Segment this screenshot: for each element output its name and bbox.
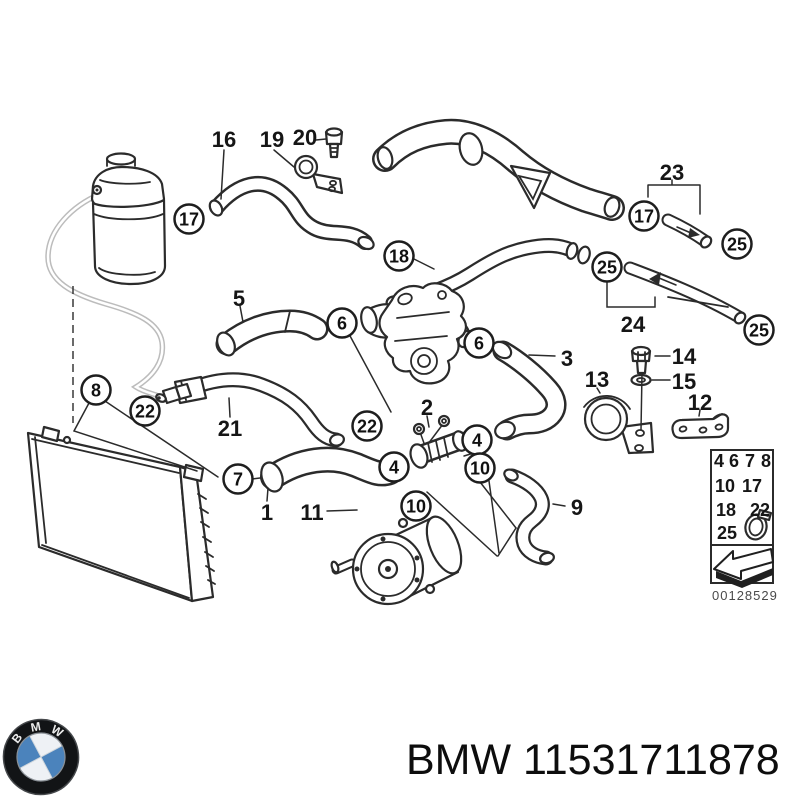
thermostat-housing <box>360 282 475 385</box>
hose-1 <box>260 446 403 493</box>
bolt-20 <box>324 127 344 159</box>
part-number-caption: BMW 11531711878 <box>406 736 780 784</box>
callout-circle-25[interactable]: 25 <box>743 314 775 346</box>
svg-text:22: 22 <box>135 402 155 422</box>
hose-9 <box>503 468 555 566</box>
part-label-5[interactable]: 5 <box>233 286 245 311</box>
svg-text:4: 4 <box>472 431 482 451</box>
svg-text:7: 7 <box>233 470 243 490</box>
part-label-24[interactable]: 24 <box>621 312 646 337</box>
callout-circle-8[interactable]: 8 <box>80 374 112 406</box>
svg-text:22: 22 <box>357 417 377 437</box>
svg-text:6: 6 <box>337 314 347 334</box>
hose-3 <box>491 340 567 441</box>
svg-text:M: M <box>30 719 42 735</box>
flow-arrow-icon <box>649 272 661 285</box>
svg-text:25: 25 <box>727 235 747 255</box>
svg-text:8: 8 <box>91 381 101 401</box>
legend-number-4[interactable]: 4 <box>714 451 724 471</box>
svg-text:17: 17 <box>634 207 654 227</box>
bracket-23 <box>647 179 701 215</box>
overflow-hose <box>45 191 166 398</box>
radiator <box>26 286 216 603</box>
bracket-24 <box>606 281 656 308</box>
water-pipe <box>372 118 625 221</box>
part-label-23[interactable]: 23 <box>660 160 684 185</box>
part-label-19[interactable]: 19 <box>260 127 284 152</box>
svg-text:17: 17 <box>179 210 199 230</box>
part-label-21[interactable]: 21 <box>218 416 242 441</box>
callout-circle-4[interactable]: 4 <box>461 424 493 456</box>
callout-circle-22[interactable]: 22 <box>351 410 383 442</box>
legend-number-10[interactable]: 10 <box>715 476 735 496</box>
part-label-1[interactable]: 1 <box>261 500 273 525</box>
part-label-11[interactable]: 11 <box>300 500 323 525</box>
diagram-code: 00128529 <box>712 588 778 603</box>
callout-circle-17[interactable]: 17 <box>173 203 205 235</box>
part-label-14[interactable]: 14 <box>672 344 697 369</box>
auxiliary-pump <box>330 515 463 606</box>
part-label-2[interactable]: 2 <box>421 395 433 420</box>
washer-15 <box>630 373 652 387</box>
svg-text:25: 25 <box>597 258 617 278</box>
flow-arrow-icon <box>688 228 700 238</box>
part-label-3[interactable]: 3 <box>561 346 573 371</box>
part-label-9[interactable]: 9 <box>571 495 583 520</box>
legend-number-25[interactable]: 25 <box>717 523 737 543</box>
legend-number-8[interactable]: 8 <box>761 451 771 471</box>
part-label-20[interactable]: 20 <box>293 125 317 150</box>
legend-number-22[interactable]: 22 <box>750 500 770 520</box>
legend-number-6[interactable]: 6 <box>729 451 739 471</box>
svg-text:10: 10 <box>406 497 426 517</box>
hose-23 <box>661 213 713 249</box>
callout-circle-10[interactable]: 10 <box>400 490 432 522</box>
svg-text:10: 10 <box>470 459 490 479</box>
svg-text:4: 4 <box>389 458 399 478</box>
part-label-15[interactable]: 15 <box>672 369 696 394</box>
bracket-12 <box>671 413 730 440</box>
connector-pipe-2 <box>409 414 469 469</box>
legend-number-18[interactable]: 18 <box>716 500 736 520</box>
bleed-valve-22 <box>155 382 193 405</box>
part-label-13[interactable]: 13 <box>585 367 609 392</box>
callout-circle-4[interactable]: 4 <box>378 451 410 483</box>
callout-circle-6[interactable]: 6 <box>326 307 358 339</box>
callout-circle-10[interactable]: 10 <box>464 452 496 484</box>
callout-circle-25[interactable]: 25 <box>591 251 623 283</box>
callout-circle-22[interactable]: 22 <box>129 395 161 427</box>
hose-5 <box>215 309 329 357</box>
hose-21 <box>173 372 346 448</box>
svg-text:25: 25 <box>749 321 769 341</box>
callout-circle-17[interactable]: 17 <box>628 200 660 232</box>
legend-number-17[interactable]: 17 <box>742 476 762 496</box>
clamp-13 <box>583 395 655 455</box>
bolt-14 <box>630 345 652 375</box>
leader-lines <box>72 138 701 557</box>
legend-number-7[interactable]: 7 <box>745 451 755 471</box>
part-label-12[interactable]: 12 <box>688 390 712 415</box>
hose-24 <box>623 261 747 325</box>
hose-16 <box>208 175 375 251</box>
hose-clamp-icon <box>744 508 773 541</box>
svg-text:6: 6 <box>474 334 484 354</box>
direction-arrow-icon <box>713 548 774 588</box>
part-label-16[interactable]: 16 <box>212 127 236 152</box>
clamp-19 <box>293 154 344 195</box>
legend-box: 00128529 <box>710 449 778 603</box>
expansion-tank <box>90 152 167 286</box>
callout-circle-6[interactable]: 6 <box>463 327 495 359</box>
bmw-logo-icon: B M W <box>2 718 80 796</box>
callout-circle-18[interactable]: 18 <box>383 240 415 272</box>
callout-circle-7[interactable]: 7 <box>222 463 254 495</box>
callout-circle-25[interactable]: 25 <box>721 228 753 260</box>
svg-text:18: 18 <box>389 247 409 267</box>
